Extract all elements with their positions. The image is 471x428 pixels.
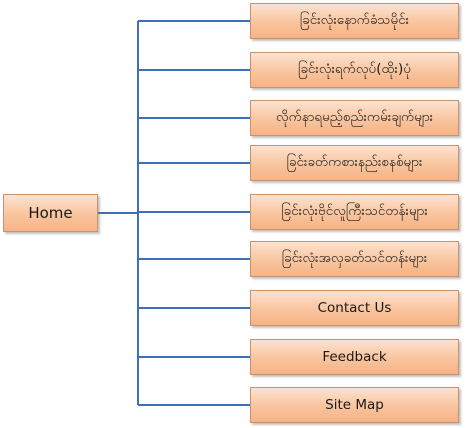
- home-node[interactable]: Home: [3, 194, 98, 232]
- node-referee-courses[interactable]: ခြင်းလုံးဗိုင်လူကြီးသင်တန်းများ: [250, 194, 459, 230]
- node-playing-systems[interactable]: ခြင်းခတ်ကစားနည်းစနစ်များ: [250, 145, 459, 181]
- node-history[interactable]: ခြင်းလုံးနောက်ခံသမိုင်း: [250, 3, 459, 39]
- node-rules[interactable]: လိုက်နာရမည့်စည်းကမ်းချက်များ: [250, 100, 459, 136]
- node-weaving[interactable]: ခြင်းလုံးရက်လုပ်(ထိုး)ပုံ: [250, 52, 459, 88]
- node-contact-us[interactable]: Contact Us: [250, 290, 459, 326]
- node-feedback[interactable]: Feedback: [250, 339, 459, 375]
- node-style-courses[interactable]: ခြင်းလုံးအလှခတ်သင်တန်းများ: [250, 241, 459, 277]
- node-site-map[interactable]: Site Map: [250, 387, 459, 423]
